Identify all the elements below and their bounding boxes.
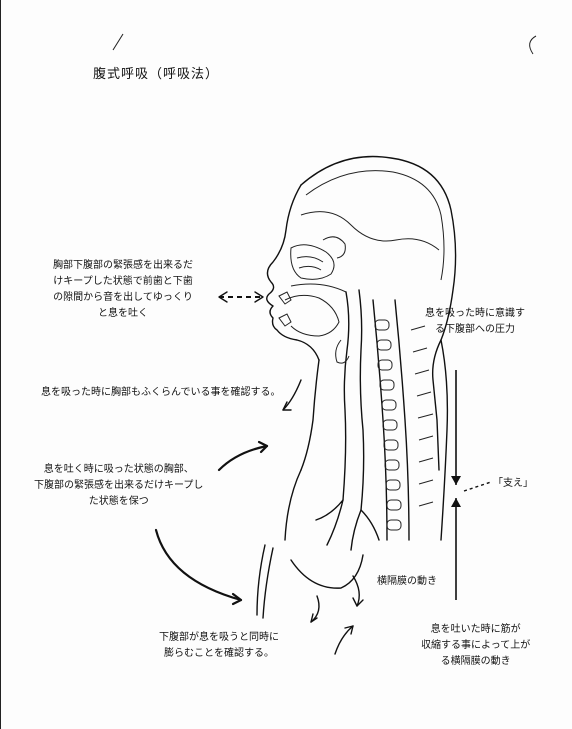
inhale-pressure-label: 息を吸った時に意識す る下腹部への圧力 [425,306,525,338]
nasal-turbinate [297,257,323,270]
keep-tension-line-2: 下腹部の緊張感を出来るだけキープし [34,478,203,494]
exhale-instruction-line-1: 胸部下腹部の緊張感を出来るだ [53,258,193,274]
tongue [285,295,339,336]
bronchi [316,500,379,550]
scan-mark [530,36,536,54]
palate [291,284,346,292]
keep-tension-line-3: た状態を保つ [34,494,203,510]
exhale-diaphragm-label: 息を吐いた時に筋が 収縮する事によって上が る横隔膜の動き [421,622,530,670]
keep-tension-line-1: 息を吐く時に吸った状態の胸部、 [34,462,203,478]
inhale-pressure-line-1: 息を吸った時に意識す [425,306,525,322]
lower-abdomen-line-2: 膨らむことを確認する。 [159,646,279,662]
inhale-pressure-line-2: る下腹部への圧力 [425,322,525,338]
airway-front [343,292,349,500]
back-outline [441,340,447,540]
exhale-instruction: 胸部下腹部の緊張感を出来るだ けキープした状態で前歯と下歯 の隙間から音を出して… [53,258,193,322]
pressure-arrows [451,370,461,600]
exhale-diaphragm-line-3: る横隔膜の動き [421,654,530,670]
exhale-instruction-line-4: と息を吐く [53,306,193,322]
support-pointer [464,482,491,491]
pen-mark [113,34,123,50]
lower-abdomen-label: 下腹部が息を吸うと同時に 膨らむことを確認する。 [159,630,279,662]
spine [373,300,433,540]
sinus [323,237,345,258]
airway-back [359,290,364,510]
keep-tension-label: 息を吐く時に吸った状態の胸部、 下腹部の緊張感を出来るだけキープし た状態を保つ [34,462,203,510]
brain-line [301,212,439,250]
diaphragm-arrow-right [353,576,359,606]
face-profile [267,185,319,360]
chest-inflate-label: 息を吸った時に胸部もふくらんでいる事を確認する。 [41,385,281,401]
lower-abdomen-line-1: 下腹部が息を吸うと同時に [159,630,279,646]
abdomen-arrow [156,530,241,600]
exhale-instruction-line-2: けキープした状態で前歯と下歯 [53,274,193,290]
diaphragm-arrow-up [335,626,353,654]
nasal-cavity [291,245,334,280]
mouth-breath-arrow [219,292,263,302]
exhale-instruction-line-3: の隙間から音を出してゆっくり [53,290,193,306]
diaphragm-movement-label: 横隔膜の動き [377,574,437,590]
chest-wall-inner [263,548,273,618]
tension-arrow [219,446,267,470]
chest-front [285,470,301,540]
neck-front [301,360,319,470]
teeth-lower [279,314,291,326]
diaphragm-curve [291,555,363,588]
skull-inner [306,171,444,280]
support-label: 「支え」 [493,476,533,492]
exhale-diaphragm-line-2: 収縮する事によって上が [421,638,530,654]
exhale-diaphragm-line-1: 息を吐いた時に筋が [421,622,530,638]
